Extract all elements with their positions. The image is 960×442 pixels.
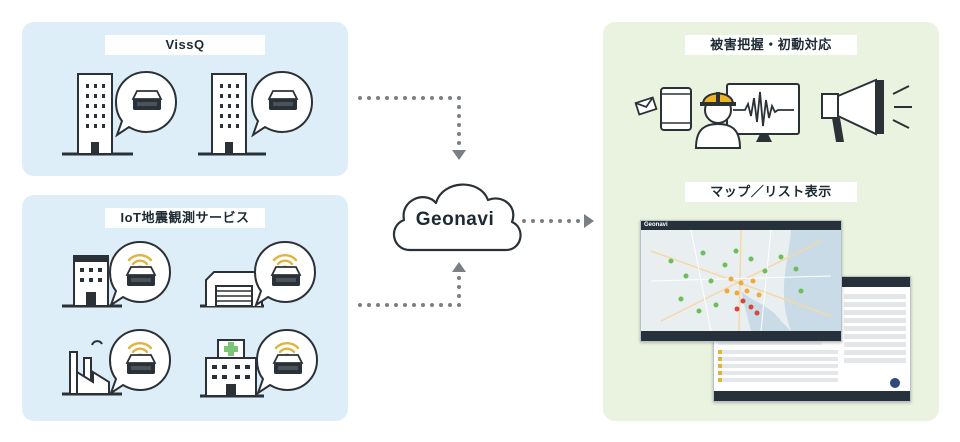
wifi-sensor-bubble-4: [256, 329, 318, 394]
vissq-label: VissQ: [105, 35, 265, 55]
seismograph-icon: [733, 91, 794, 127]
tablet-icon: [660, 87, 692, 131]
cloud-label: Geonavi: [415, 209, 495, 230]
sensor-bubble-1: [115, 71, 177, 136]
wifi-sensor-bubble-3: [109, 329, 171, 394]
mail-icon: [634, 96, 658, 116]
arrow-vissq-to-cloud: [358, 96, 466, 160]
wifi-sensor-bubble-2: [254, 241, 316, 306]
factory-icon: [62, 340, 122, 396]
arrow-iot-to-cloud: [358, 262, 466, 307]
hospital-icon: [200, 339, 264, 398]
building-icon-3: [62, 255, 122, 308]
megaphone-icon: [821, 78, 912, 142]
iot-label: IoT地震観測サービス: [105, 208, 265, 228]
maplist-label: マップ／リスト表示: [685, 182, 857, 202]
sensor-bubble-2: [251, 71, 313, 136]
response-label: 被害把握・初動対応: [685, 35, 857, 55]
worker-icon: [694, 92, 742, 149]
map-screenshot: Geonavi: [640, 220, 842, 342]
wifi-sensor-bubble-1: [109, 241, 171, 306]
cloud-icon: [393, 183, 522, 252]
map-logo: Geonavi: [644, 222, 668, 228]
building-icon-2: [198, 73, 266, 156]
monitor-icon: [726, 83, 800, 142]
building-icon-1: [62, 73, 133, 156]
warehouse-icon: [200, 271, 264, 308]
arrow-cloud-to-response: [522, 214, 594, 228]
